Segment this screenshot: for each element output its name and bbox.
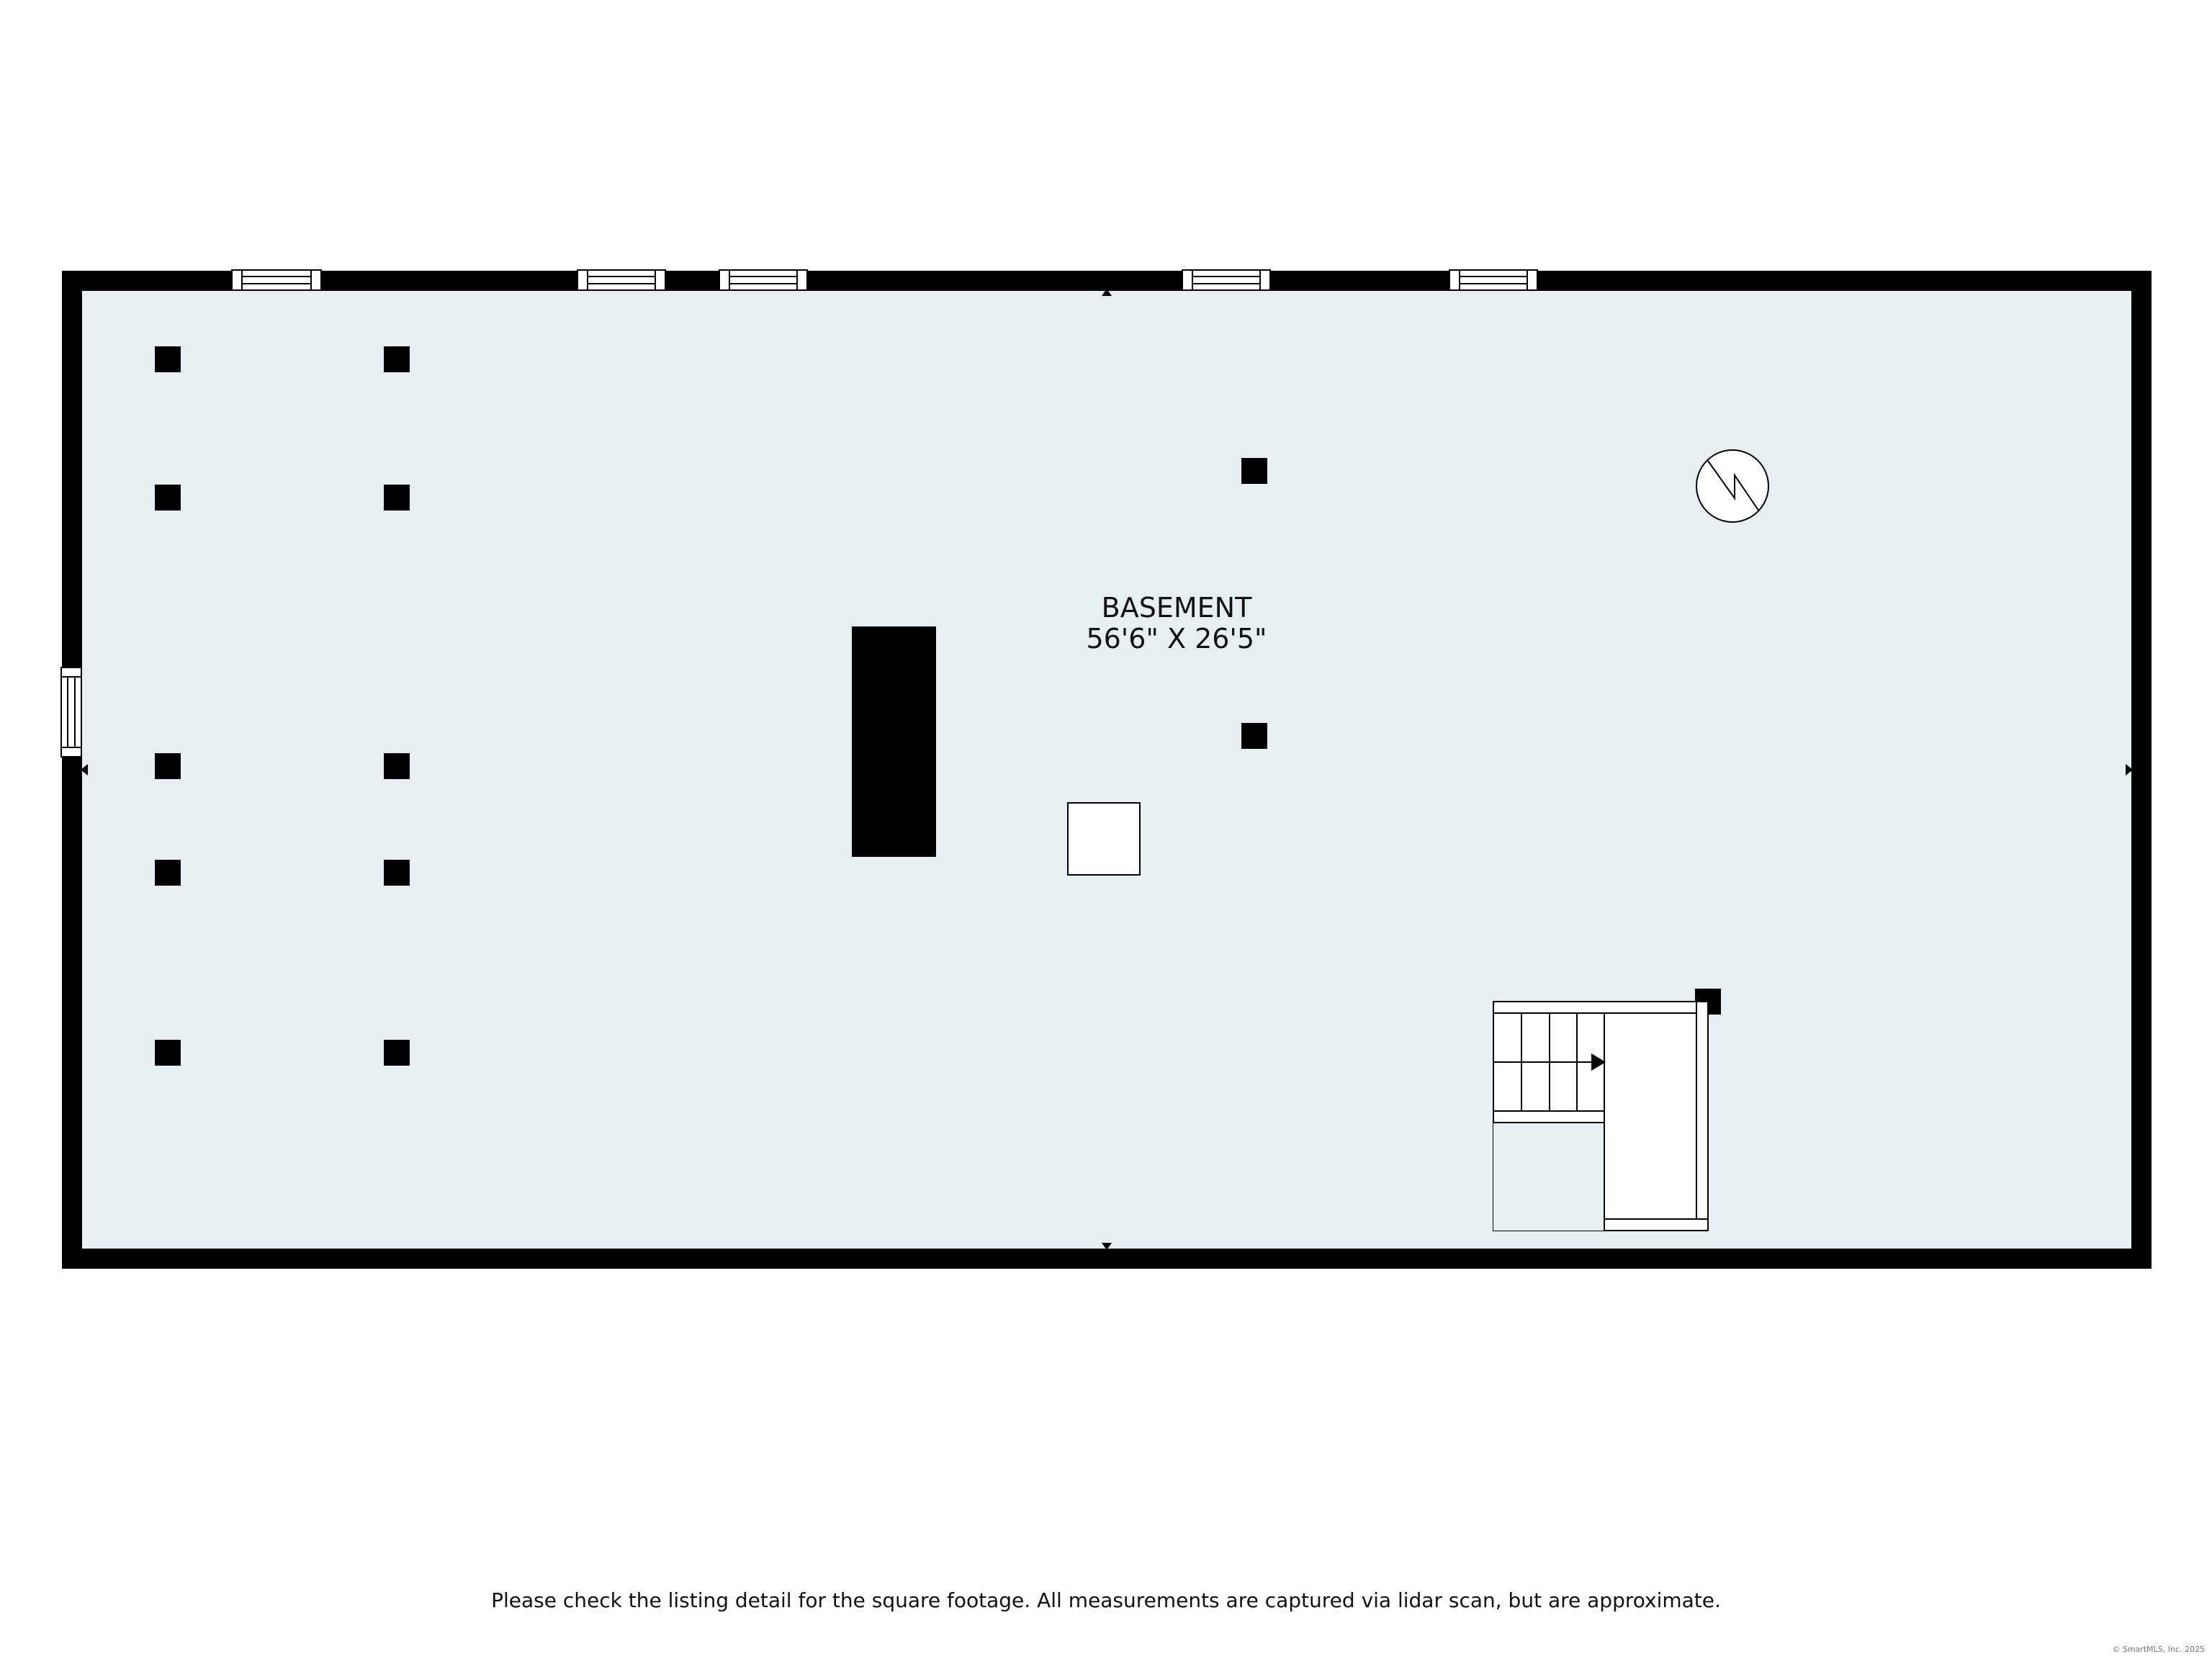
support-post <box>1241 458 1267 484</box>
fixture-square <box>1067 802 1141 876</box>
chimney-block <box>852 626 936 857</box>
support-post <box>155 753 181 779</box>
marker-bottom <box>1102 1243 1112 1250</box>
electric-panel-icon <box>1696 449 1769 523</box>
window-top-5 <box>1449 269 1538 291</box>
basement-floor <box>82 291 2131 1249</box>
support-post <box>384 346 410 372</box>
window-top-4 <box>1182 269 1271 291</box>
marker-left <box>81 764 88 775</box>
support-post <box>1241 723 1267 749</box>
support-post <box>384 860 410 886</box>
staircase <box>1493 1001 1709 1231</box>
marker-right <box>2126 764 2133 775</box>
support-post <box>384 1040 410 1066</box>
support-post <box>384 485 410 511</box>
disclaimer-text: Please check the listing detail for the … <box>491 1588 1721 1612</box>
window-top-2 <box>577 269 666 291</box>
window-top-1 <box>231 269 322 291</box>
support-post <box>155 346 181 372</box>
window-left <box>60 667 82 757</box>
support-post <box>384 753 410 779</box>
room-name: BASEMENT <box>1102 592 1252 624</box>
arrow-right-icon <box>1591 1053 1606 1071</box>
copyright-text: © SmartMLS, Inc. 2025 <box>2112 1645 2205 1654</box>
window-top-3 <box>719 269 808 291</box>
marker-top <box>1102 289 1112 296</box>
support-post <box>155 1040 181 1066</box>
support-post <box>155 860 181 886</box>
support-post <box>155 485 181 511</box>
room-dimensions: 56'6" X 26'5" <box>1086 623 1267 655</box>
